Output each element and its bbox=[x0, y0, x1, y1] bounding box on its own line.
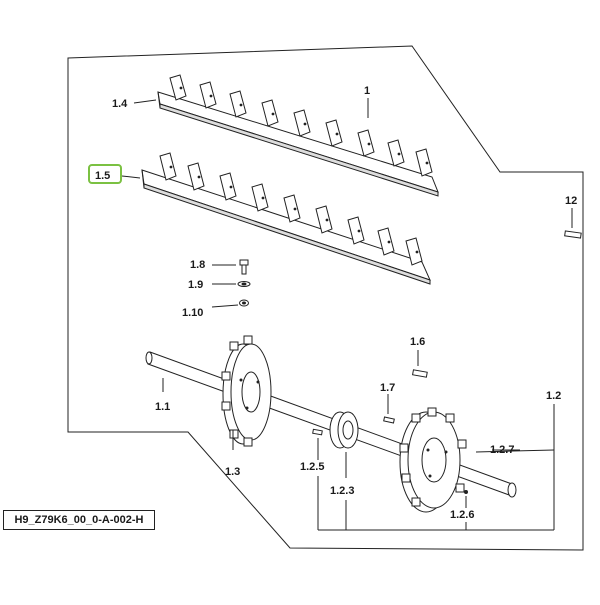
part-flight-bar-lower bbox=[141, 152, 431, 285]
part-bolt-1-8 bbox=[239, 259, 249, 275]
callout-12[interactable]: 12 bbox=[565, 195, 578, 207]
part-pin-12 bbox=[564, 230, 582, 239]
callout-1[interactable]: 1 bbox=[364, 85, 371, 97]
part-hub-1-2-3 bbox=[329, 411, 359, 449]
callout-1-1[interactable]: 1.1 bbox=[155, 401, 171, 413]
part-sprocket-1-3 bbox=[221, 335, 272, 447]
callout-1-5[interactable]: 1.5 bbox=[95, 170, 111, 182]
drawing-reference-code: H9_Z79K6_00_0-A-002-H bbox=[3, 510, 155, 530]
callout-1-2[interactable]: 1.2 bbox=[546, 390, 562, 402]
selected-callout-highlight bbox=[88, 164, 122, 184]
callout-1-9[interactable]: 1.9 bbox=[188, 279, 204, 291]
part-pin-1-2-5 bbox=[312, 428, 323, 436]
callout-1-6[interactable]: 1.6 bbox=[410, 336, 426, 348]
callout-1-2-7[interactable]: 1.2.7 bbox=[490, 444, 515, 456]
part-key-1-6 bbox=[412, 369, 428, 378]
callout-1-2-6[interactable]: 1.2.6 bbox=[450, 509, 475, 521]
leader-lines bbox=[121, 98, 573, 531]
callout-1-3[interactable]: 1.3 bbox=[225, 466, 241, 478]
part-washer-1-9 bbox=[237, 281, 251, 287]
diagram-frame bbox=[67, 45, 584, 551]
part-sprocket-1-2-6 bbox=[399, 407, 468, 513]
part-nut-1-10 bbox=[239, 299, 249, 307]
part-key-1-7 bbox=[383, 416, 395, 424]
callout-1-2-3[interactable]: 1.2.3 bbox=[330, 485, 355, 497]
callout-1-2-5[interactable]: 1.2.5 bbox=[300, 461, 325, 473]
callout-1-4[interactable]: 1.4 bbox=[112, 98, 128, 110]
part-flight-bar-upper bbox=[157, 74, 439, 197]
callout-1-7[interactable]: 1.7 bbox=[380, 382, 396, 394]
callout-1-10[interactable]: 1.10 bbox=[182, 307, 204, 319]
callout-1-8[interactable]: 1.8 bbox=[190, 259, 206, 271]
